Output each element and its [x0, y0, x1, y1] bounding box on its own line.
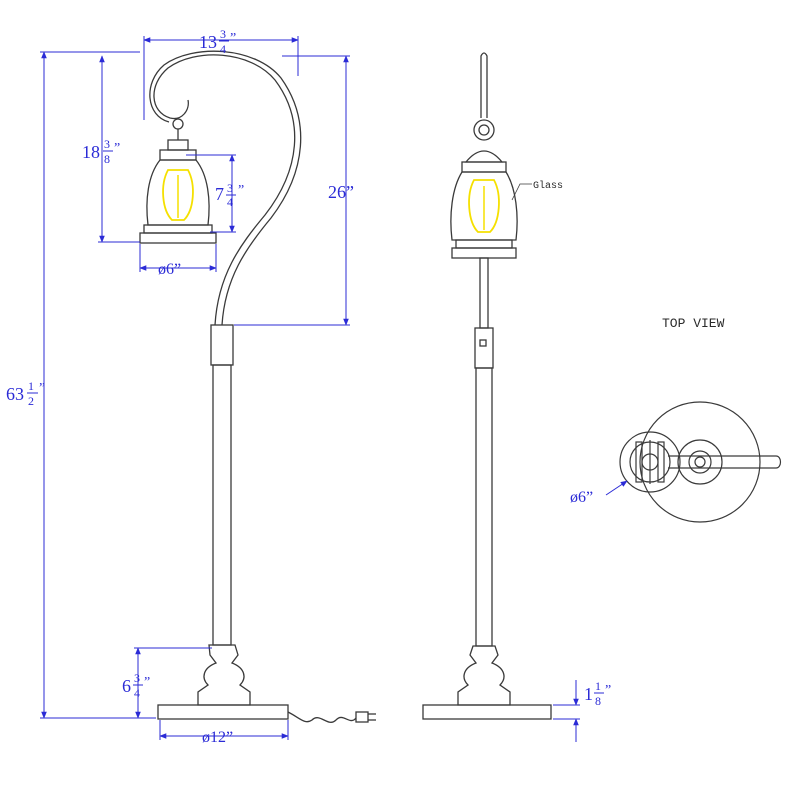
top-view-base-circle: [639, 401, 761, 523]
hang-height-unit: ”: [114, 141, 120, 156]
front-bulb-filament: [468, 179, 500, 233]
glass-label: Glass: [533, 180, 563, 192]
arm-width-den: 4: [220, 42, 226, 56]
arm-width-whole: 13: [199, 32, 217, 52]
base-column-height-den: 4: [134, 686, 140, 700]
power-cord: [287, 711, 357, 723]
hang-height-whole: 18: [82, 142, 100, 162]
shade-base: [143, 224, 213, 234]
side-view-dimensions: [40, 36, 350, 740]
top-view-pole-circle: [688, 450, 712, 474]
front-shade-base: [451, 247, 517, 259]
shade-diameter-label: ø6”: [158, 261, 181, 278]
front-pole: [475, 367, 493, 647]
top-view-title: TOP VIEW: [662, 316, 725, 331]
arm-width-unit: ”: [230, 31, 236, 46]
top-view-lantern-outer: [619, 431, 681, 493]
side-view-dimension-labels: 63 1 2 ” 13 3 4 ” 18 3 8 ” 7 3 4 ” 26” ø…: [6, 27, 354, 746]
glass-callout: Glass: [511, 180, 563, 201]
overall-height-whole: 63: [6, 384, 24, 404]
pole: [212, 364, 232, 646]
arm-height-label: 26”: [328, 182, 354, 202]
top-view-column-circle: [677, 439, 723, 485]
base-column-height-num: 3: [134, 671, 140, 685]
shade-height-den: 4: [227, 195, 233, 209]
lantern-cap: [167, 139, 189, 151]
top-view-diameter-dimension: ø6”: [570, 480, 628, 506]
front-pole-upper: [479, 257, 489, 329]
front-switch-housing: [474, 327, 494, 369]
front-ring: [473, 119, 495, 141]
hook-ring: [172, 118, 184, 130]
front-switch: [479, 339, 487, 347]
pole-upper: [210, 324, 234, 366]
front-view: [422, 52, 552, 720]
base-plate-height-dimension: [553, 680, 580, 742]
curved-arm: [153, 54, 296, 326]
hang-height-den: 8: [104, 152, 110, 166]
power-plug: [355, 711, 369, 723]
bulb-filament: [162, 169, 194, 221]
hang-height-num: 3: [104, 137, 110, 151]
side-view: [139, 50, 376, 723]
top-view: [619, 401, 782, 523]
base-plate-height-num: 1: [595, 679, 601, 693]
front-cap: [464, 150, 504, 163]
front-glass-shade: [450, 171, 518, 241]
base-column-height-whole: 6: [122, 676, 131, 696]
base-plate-height-whole: 1: [584, 684, 593, 704]
base-diameter-label: ø12”: [202, 729, 233, 746]
front-base-column: [457, 645, 511, 706]
base-plate-height-label: 1 1 8 ”: [584, 679, 611, 708]
base-plate: [157, 704, 289, 720]
front-base-plate: [422, 704, 552, 720]
base-column: [197, 644, 251, 706]
shade-height-unit: ”: [238, 183, 244, 198]
curved-arm-inner: [149, 50, 302, 326]
top-view-diameter-label: ø6”: [570, 489, 593, 506]
shade-height-whole: 7: [215, 184, 224, 204]
base-plate-height-unit: ”: [605, 683, 611, 698]
overall-height-num: 1: [28, 379, 34, 393]
shade-height-num: 3: [227, 181, 233, 195]
arm-width-num: 3: [220, 27, 226, 41]
overall-height-unit: ”: [39, 381, 45, 396]
front-hook: [480, 52, 488, 118]
base-column-height-unit: ”: [144, 675, 150, 690]
base-plate-height-den: 8: [595, 694, 601, 708]
overall-height-den: 2: [28, 394, 34, 408]
